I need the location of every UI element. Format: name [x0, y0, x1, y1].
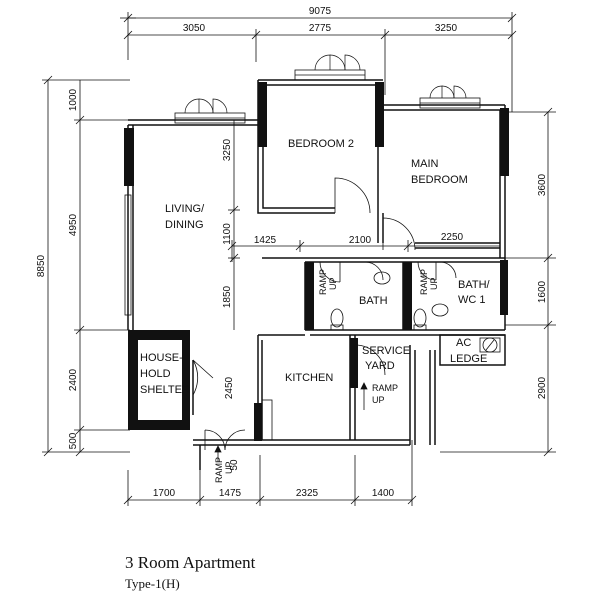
- fixtures: [261, 271, 501, 441]
- room-main-bedroom-line2: BEDROOM: [411, 174, 468, 186]
- room-shelter-line1: HOUSE-: [140, 352, 183, 364]
- room-bedroom2: BEDROOM 2: [288, 138, 354, 150]
- ramp-labels: RAMP UP RAMP UP RAMP UP RAMP UP: [214, 269, 439, 483]
- room-service-yard-line1: SERVICE: [362, 345, 410, 357]
- dim-left-3: 2400: [68, 368, 79, 391]
- floor-plan: 9075 3050 2775 3250 8850 1000 4950 2400 …: [36, 6, 556, 506]
- ramp-kitchen-line1: RAMP: [372, 383, 398, 393]
- dim-left-1: 1000: [68, 88, 79, 111]
- dim-bottom-4: 1400: [372, 488, 395, 499]
- room-bath-wc-line1: BATH/: [458, 279, 491, 291]
- room-service-yard-line2: YARD: [365, 360, 395, 372]
- ramp-bath1-line2: UP: [328, 277, 338, 290]
- room-shelter-line3: SHELTER: [140, 384, 190, 396]
- ramp-bath2-line1: RAMP: [419, 269, 429, 295]
- room-bath-wc-line2: WC 1: [458, 294, 486, 306]
- room-kitchen: KITCHEN: [285, 372, 333, 384]
- dim-top-1: 3050: [183, 23, 206, 34]
- dim-left-total: 8850: [36, 254, 47, 277]
- room-living-line2: DINING: [165, 219, 204, 231]
- dim-top-2: 2775: [309, 23, 332, 34]
- dim-corridor-height: 1100: [222, 223, 233, 245]
- room-bath: BATH: [359, 295, 388, 307]
- ramp-bath2-line2: UP: [429, 277, 439, 290]
- dim-corridor-c: 2250: [441, 232, 464, 243]
- dim-left-2: 4950: [68, 213, 79, 236]
- ramp-kitchen-line2: UP: [372, 395, 385, 405]
- dim-ramp-width: 50: [229, 459, 240, 471]
- dim-top-total: 9075: [309, 6, 332, 17]
- dim-corridor-b: 2100: [349, 235, 372, 246]
- dim-right-1: 3600: [537, 173, 548, 196]
- ramp-entry-line1: RAMP: [214, 457, 224, 483]
- dim-kitchen-top: 1850: [222, 285, 233, 308]
- dim-bottom-3: 2325: [296, 488, 319, 499]
- dim-right-2: 1600: [537, 280, 548, 303]
- caption-title: 3 Room Apartment: [125, 553, 256, 572]
- dim-corridor-a: 1425: [254, 235, 277, 246]
- room-living-line1: LIVING/: [165, 203, 205, 215]
- solid-wall-blocks: [124, 82, 509, 441]
- household-shelter-walls: [128, 330, 190, 430]
- window-casements: [184, 54, 467, 114]
- room-main-bedroom-line1: MAIN: [411, 158, 439, 170]
- dim-left-4: 500: [68, 432, 79, 449]
- ramp-bath1-line1: RAMP: [318, 269, 328, 295]
- room-ac-ledge-line1: AC: [456, 337, 471, 349]
- dim-bedroom2-height: 3250: [222, 138, 233, 161]
- doors: [192, 177, 457, 451]
- dim-top-3: 3250: [435, 23, 458, 34]
- dimension-labels: 9075 3050 2775 3250 8850 1000 4950 2400 …: [36, 6, 548, 499]
- caption-subtitle: Type-1(H): [125, 576, 180, 591]
- dim-right-3: 2900: [537, 376, 548, 399]
- dim-shelter-door: 2450: [224, 376, 235, 399]
- dim-bottom-1: 1700: [153, 488, 176, 499]
- room-shelter-line2: HOLD: [140, 368, 171, 380]
- dim-bottom-2: 1475: [219, 488, 242, 499]
- dimension-lines: [42, 12, 556, 506]
- ramp-arrows: [214, 382, 368, 462]
- room-ac-ledge-line2: LEDGE: [450, 353, 487, 365]
- room-labels: BEDROOM 2 MAIN BEDROOM LIVING/ DINING BA…: [140, 138, 491, 396]
- ramp-entry-line2: UP: [224, 461, 234, 474]
